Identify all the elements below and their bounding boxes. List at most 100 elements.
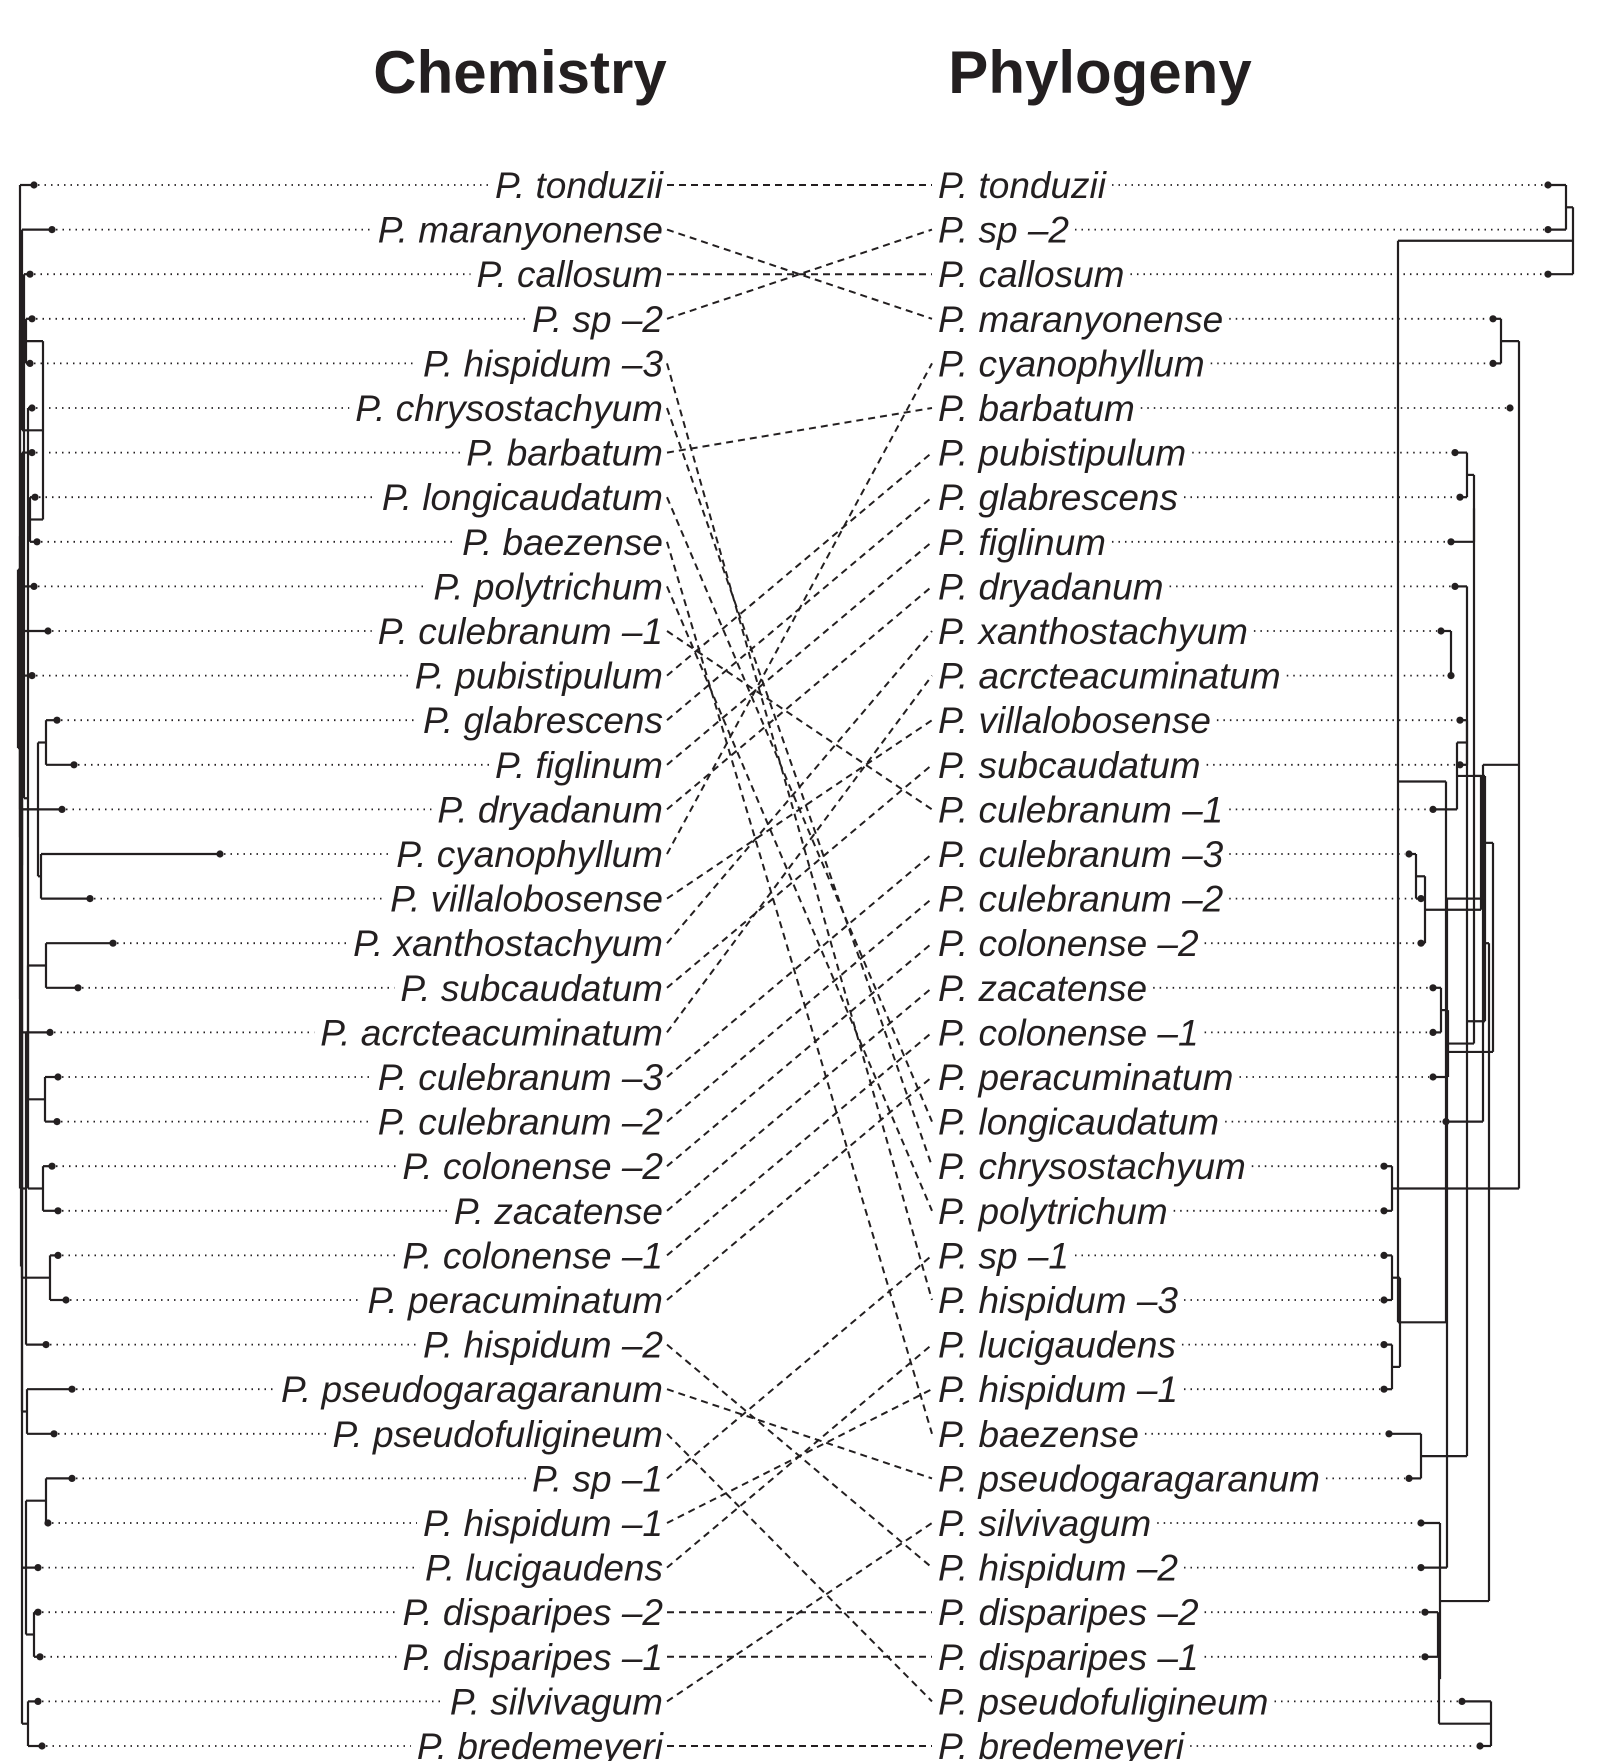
tip-node [216,850,224,858]
link-p-hispidum-3 [666,363,933,1301]
link-p-colonense-1 [666,1031,933,1257]
tip-node [38,1742,46,1750]
chemistry-taxon-label: P. callosum [477,254,663,295]
phylogeny-taxon-label: P. tonduzii [938,165,1108,206]
chemistry-taxon-label: P. chrysostachyum [355,388,663,429]
tip-node [1429,805,1437,814]
phylogeny-taxon-label: P. sp –1 [938,1235,1069,1276]
phylogeny-taxon-label: P. barbatum [938,388,1135,429]
tip-node [1476,1742,1484,1750]
tip-node [1447,538,1455,546]
chemistry-taxon-label: P. hispidum –1 [423,1503,663,1544]
tip-node [58,805,66,814]
link-p-sp-1 [666,1254,933,1480]
tip-node [1421,1653,1429,1661]
chemistry-taxon-label: P. pseudogaragaranum [281,1369,663,1410]
tip-node [1458,1697,1466,1705]
tip-node [70,761,78,769]
tip-node [1456,716,1464,724]
phylogeny-taxon-label: P. callosum [938,254,1124,295]
phylogeny-taxon-label: P. villalobosense [938,700,1211,741]
tip-node [42,1341,50,1349]
chemistry-taxon-label: P. glabrescens [423,700,663,741]
link-p-acrcteacuminatum [666,675,933,1033]
tip-node [1380,1251,1388,1259]
tip-node [62,1296,70,1304]
phylogeny-taxon-label: P. bredemeyeri [938,1726,1186,1761]
chemistry-taxon-label: P. colonense –1 [402,1235,663,1276]
tip-node [1451,449,1459,457]
chemistry-taxon-label: P. sp –1 [532,1458,663,1499]
tip-node [54,1207,62,1215]
phylogeny-taxon-label: P. culebranum –1 [938,789,1223,830]
phylogeny-taxon-label: P. longicaudatum [938,1102,1219,1143]
tip-node [28,404,36,412]
link-p-pseudogaragaranum [666,1388,933,1480]
phylogeny-taxon-label: P. lucigaudens [938,1325,1176,1366]
tip-node [1380,1385,1388,1393]
phylogeny-taxon-label: P. subcaudatum [938,745,1201,786]
phylogeny-tree [1380,181,1575,1750]
chemistry-taxon-label: P. villalobosense [390,879,663,920]
link-p-baezense [666,541,933,1435]
tip-node [1417,1519,1425,1527]
tip-node [1380,1296,1388,1304]
link-p-silvivagum [666,1522,933,1703]
link-p-xanthostachyum [666,630,933,944]
link-p-zacatense [666,987,933,1212]
phylogeny-taxon-label: P. disparipes –2 [938,1592,1199,1633]
tip-node [53,716,61,724]
chemistry-taxon-label: P. bredemeyeri [417,1726,665,1761]
link-p-pseudofuligineum [666,1433,933,1703]
phylogeny-taxon-label: P. dryadanum [938,566,1164,607]
tip-node [1544,181,1552,189]
phylogeny-taxon-label: P. culebranum –3 [938,834,1224,875]
tip-node [1442,1118,1450,1126]
tip-node [1429,984,1437,992]
link-p-subcaudatum [666,764,933,989]
link-p-pubistipulum [666,451,933,677]
tip-node [1380,1207,1388,1215]
tip-node [1451,582,1459,591]
tip-node [1405,850,1413,858]
tip-node [54,1251,62,1259]
link-p-colonense-2 [666,942,933,1167]
tip-node [1417,1564,1425,1572]
phylogeny-taxon-label: P. sp –2 [938,210,1069,251]
phylogeny-taxon-label: P. acrcteacuminatum [938,656,1281,697]
tip-node [1380,1341,1388,1349]
tip-node [1437,627,1445,635]
link-p-culebranum-2 [666,897,933,1123]
tip-node [1417,895,1425,903]
phylogeny-taxon-label: P. hispidum –2 [938,1548,1178,1589]
phylogeny-taxon-label: P. pubistipulum [938,433,1186,474]
tip-node [68,1474,76,1482]
tip-node [33,538,41,546]
tip-node [109,939,117,947]
tip-node [31,493,39,501]
chemistry-taxon-label: P. xanthostachyum [353,923,663,964]
link-p-peracuminatum [666,1076,933,1301]
chemistry-taxon-label: P. longicaudatum [382,477,663,518]
phylogeny-taxon-label: P. disparipes –1 [938,1637,1199,1678]
tip-node [28,449,36,457]
phylogeny-taxon-label: P. peracuminatum [938,1057,1233,1098]
tip-node [68,1385,76,1393]
chemistry-taxon-label: P. silvivagum [450,1681,663,1722]
tip-node [86,895,94,903]
tip-leader-lines [34,184,1544,1747]
tip-node [28,672,36,680]
tip-node [36,1653,44,1661]
chemistry-taxon-label: P. pubistipulum [415,656,663,697]
chemistry-taxon-label: P. barbatum [466,433,663,474]
tip-node [1405,1474,1413,1482]
tip-node [50,1430,58,1438]
correspondence-lines [666,184,933,1747]
chemistry-taxon-label: P. disparipes –2 [402,1592,663,1633]
chemistry-taxon-label: P. polytrichum [433,566,663,607]
link-p-villalobosense [666,719,933,900]
tip-node [44,627,52,635]
phylogeny-taxon-label: P. baezense [938,1414,1139,1455]
